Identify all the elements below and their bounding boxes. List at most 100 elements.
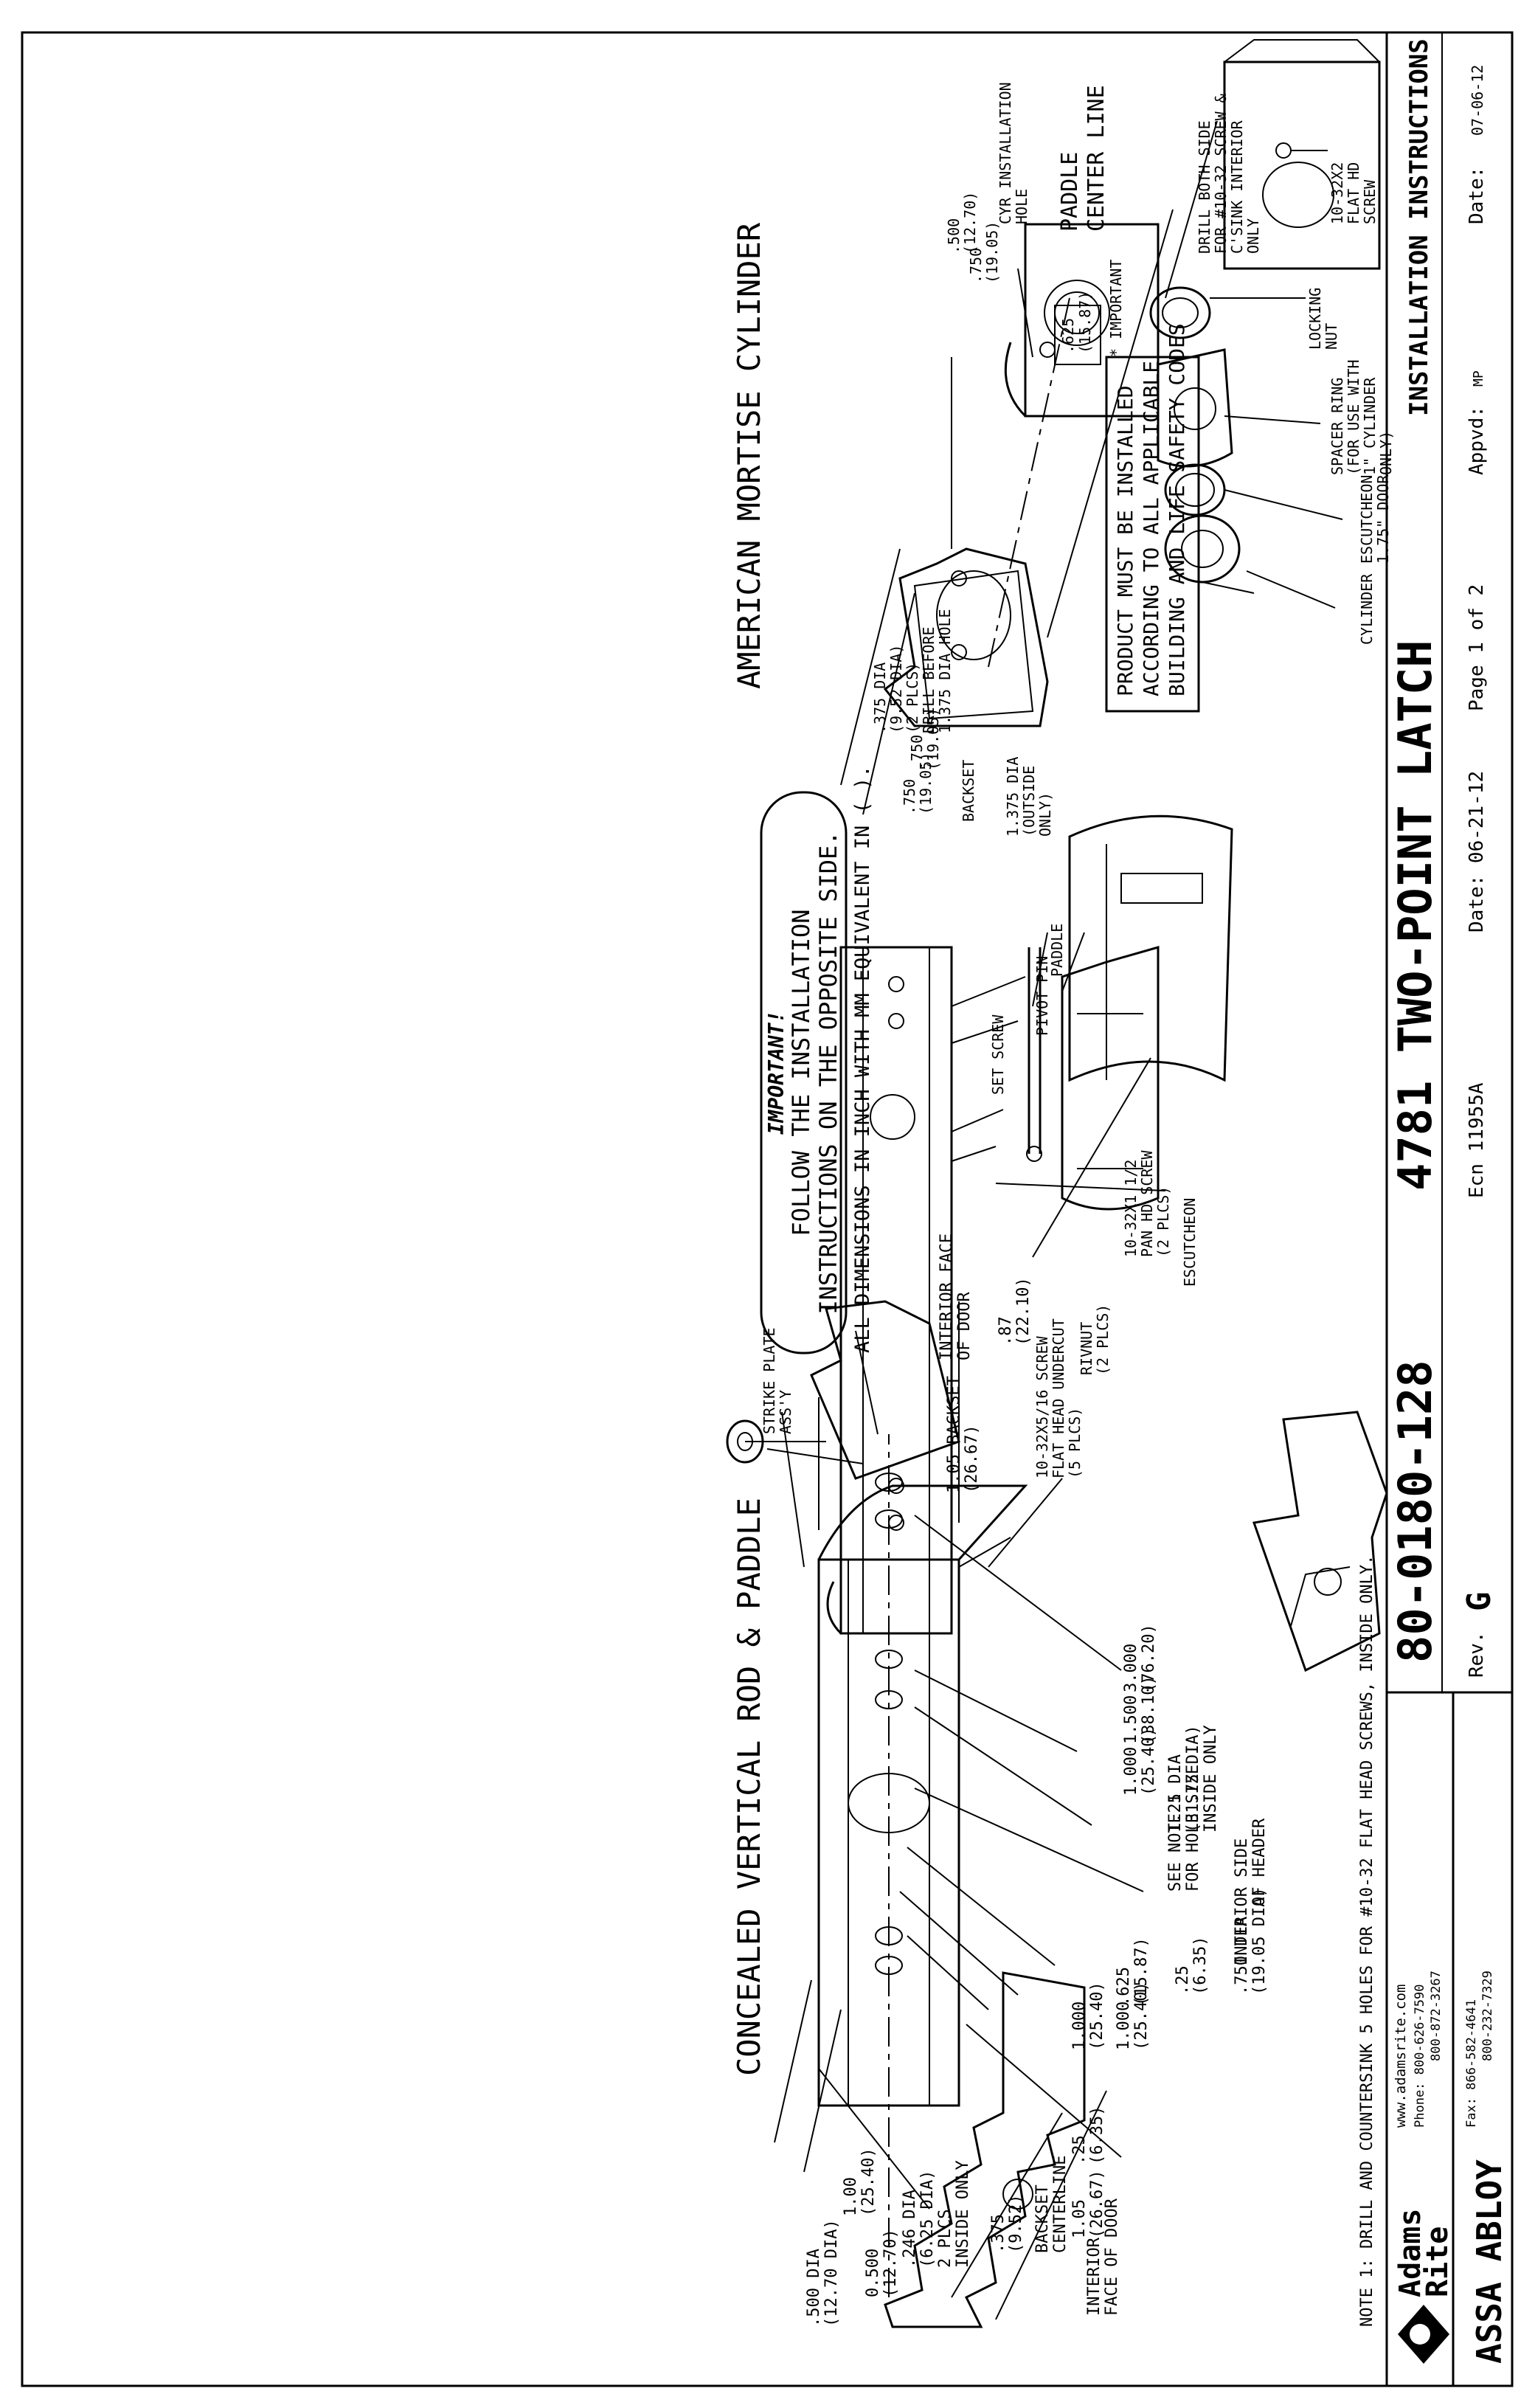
label-cyr-2: HOLE — [1013, 189, 1030, 224]
label-see-note: SEE NOTE 1 — [1166, 1794, 1185, 1892]
label-paddle-cl: PADDLE — [1057, 152, 1083, 232]
label-locking: LOCKING — [1306, 288, 1324, 350]
dim-1000-a-mm: (25.40) — [1088, 1982, 1106, 2050]
label-screw-2: FLAT HEAD UNDERCUT — [1050, 1318, 1067, 1478]
dim-625: .625 — [1115, 1967, 1133, 2006]
label-drill-both-2: FOR #10-32 SCREW & — [1212, 94, 1230, 254]
dim-1000-c: 1.000 — [1122, 1747, 1140, 1796]
important-line-2: INSTRUCTIONS ON THE OPPOSITE SIDE. — [814, 831, 842, 1314]
mortise-labels: BACKSET 1.375 DIA (OUTSIDE ONLY) .750 (1… — [871, 82, 1262, 837]
dim-500-dia: .500 DIA — [805, 2249, 823, 2327]
dim-375-drill: DRILL BEFORE — [920, 627, 938, 734]
label-backset-cl-2: CENTERLINE — [1051, 2156, 1070, 2253]
brand-assa-abloy: ASSA ABLOY — [1469, 2159, 1509, 2364]
label-int-side: INTERIOR SIDE — [1233, 1838, 1251, 1965]
label-interior-face: INTERIOR — [1085, 2237, 1103, 2316]
dim-1375-only: ONLY) — [1036, 792, 1054, 837]
dim-625-mm: (15.87) — [1076, 291, 1094, 353]
compliance-box — [1105, 356, 1200, 713]
label-esc: ESCUTCHEON — [1358, 475, 1376, 564]
dim-87: .87 — [997, 1316, 1015, 1346]
dim-1000-b-mm: (25.40) — [1132, 1982, 1151, 2050]
label-strike-plate-2: ASS'Y — [777, 1390, 794, 1434]
dim-0500-mm: (12.70) — [881, 2229, 900, 2297]
important-heading: IMPORTANT! — [764, 1011, 789, 1135]
brand-adams: Adams — [1393, 2209, 1427, 2297]
dim-1000-b: 1.000 — [1115, 2002, 1133, 2050]
date-1: Date: 06-21-12 — [1466, 771, 1488, 933]
fax-1: Fax: 866-582-4641 — [1464, 1999, 1479, 2128]
label-spacer-2: (FOR USE WITH — [1345, 359, 1362, 475]
fax-2: 800-232-7329 — [1480, 1971, 1495, 2061]
brand-rite: Rite — [1421, 2227, 1455, 2297]
label-esc-2: 1.75" DOOR — [1374, 474, 1392, 564]
label-interior-face-2: FACE OF DOOR — [1103, 2198, 1121, 2316]
label-int-face-door-2: OF DOOR — [955, 1292, 974, 1360]
important-line-1: FOLLOW THE INSTALLATION — [787, 909, 815, 1236]
dim-1500: 1.500 — [1122, 1695, 1140, 1744]
dim-backset-105: 1.05 BACKSET — [945, 1376, 963, 1493]
label-flat-hd-2: FLAT HD — [1345, 162, 1362, 224]
label-drill-both-4: ONLY — [1244, 218, 1262, 254]
compliance-line-1: PRODUCT MUST BE INSTALLED — [1113, 386, 1137, 696]
doc-number: 80-0180-128 — [1388, 1360, 1442, 1663]
latch-assembly-body — [826, 946, 953, 1635]
label-drill-both-3: C'SINK INTERIOR — [1228, 120, 1246, 254]
latch-body-tube — [817, 1434, 1028, 2297]
exploded-labels: STRIKE PLATE ASS'Y 10-32X5/16 SCREW FLAT… — [760, 924, 1199, 1478]
appvd-value: MP — [1471, 370, 1486, 387]
dim-25-a: .25 — [1174, 1965, 1192, 1995]
dim-625-mm: (15.87) — [1132, 1937, 1151, 2006]
page-number: Page 1 of 2 — [1466, 584, 1488, 711]
rev-label: Rev. — [1466, 1631, 1488, 1678]
dim-0500: 0.500 — [864, 2249, 882, 2297]
label-drill-both: DRILL BOTH SIDE — [1196, 120, 1213, 254]
door-edge-profile — [810, 1300, 960, 1480]
label-pan-screw: 10-32X1 1/2 — [1122, 1160, 1140, 1257]
label-set-screw: SET SCREW — [989, 1014, 1007, 1095]
dim-375-hole: 1.375 DIA HOLE — [936, 609, 954, 733]
dim-500: .500 — [945, 218, 963, 254]
mortise-door-edge — [883, 547, 1049, 727]
dim-750-a: .750 — [901, 779, 918, 814]
concealed-labels: INTERIOR FACE OF DOOR BACKSET CENTERLINE… — [805, 1234, 1269, 2327]
dim-1-25-inside: INSIDE ONLY — [1202, 1725, 1220, 1833]
dim-246-dia: .246 DIA — [901, 2190, 919, 2268]
dim-500-dia-mm: (12.70 DIA) — [822, 2219, 841, 2327]
label-pan-screw-2: PAN HD SCREW — [1138, 1150, 1156, 1257]
dim-1500-mm: (38.10) — [1140, 1675, 1158, 1744]
concealed-dimension-lines — [774, 1301, 1144, 2320]
label-locking-2: NUT — [1323, 323, 1340, 350]
important-box — [760, 791, 848, 1354]
cylinder — [1164, 514, 1255, 594]
website: www.adamsrite.com — [1393, 1985, 1409, 2128]
date-2-label: Date: — [1466, 167, 1488, 224]
dim-750-a-mm: (19.05) — [917, 752, 935, 814]
label-screw-3: (5 PLCS) — [1066, 1408, 1084, 1478]
paddle — [1068, 814, 1233, 1082]
product-title: 4781 TWO-POINT LATCH — [1388, 640, 1442, 1191]
mortise-title: AMERICAN MORTISE CYLINDER — [731, 222, 767, 689]
dim-246-inside: INSIDE ONLY — [954, 2160, 972, 2268]
dim-750-dia: .750 DIA — [1233, 1917, 1251, 1995]
dim-1375-dia: 1.375 DIA — [1004, 757, 1022, 837]
locking-nut — [1149, 286, 1211, 339]
mounting-screws — [951, 976, 1026, 1568]
appvd-label: Appvd: — [1466, 406, 1488, 475]
dim-375-dia: .375 DIA — [871, 662, 889, 733]
label-backset-cl: BACKSET — [1033, 2184, 1052, 2253]
dim-500-mm: (12.70) — [961, 192, 979, 254]
important-625-box — [1054, 305, 1101, 365]
label-spacer-4: ONLY) — [1377, 431, 1395, 475]
dim-1-00-mm: (25.40) — [859, 2148, 878, 2216]
dim-625: .625 — [1059, 318, 1077, 353]
dim-750-c-mm: (19.05) — [983, 221, 1001, 283]
label-flat-hd: 10-32X2 — [1328, 162, 1346, 224]
exploded-leader-lines — [766, 932, 1166, 1568]
dim-1-25-dia: 1.25 DIA — [1166, 1754, 1185, 1833]
label-spacer-3: 1" CYLINDER — [1361, 377, 1379, 475]
dim-1-05: 1.05 — [1070, 2199, 1089, 2238]
label-int-face-door: INTERIOR FACE — [938, 1234, 956, 1360]
